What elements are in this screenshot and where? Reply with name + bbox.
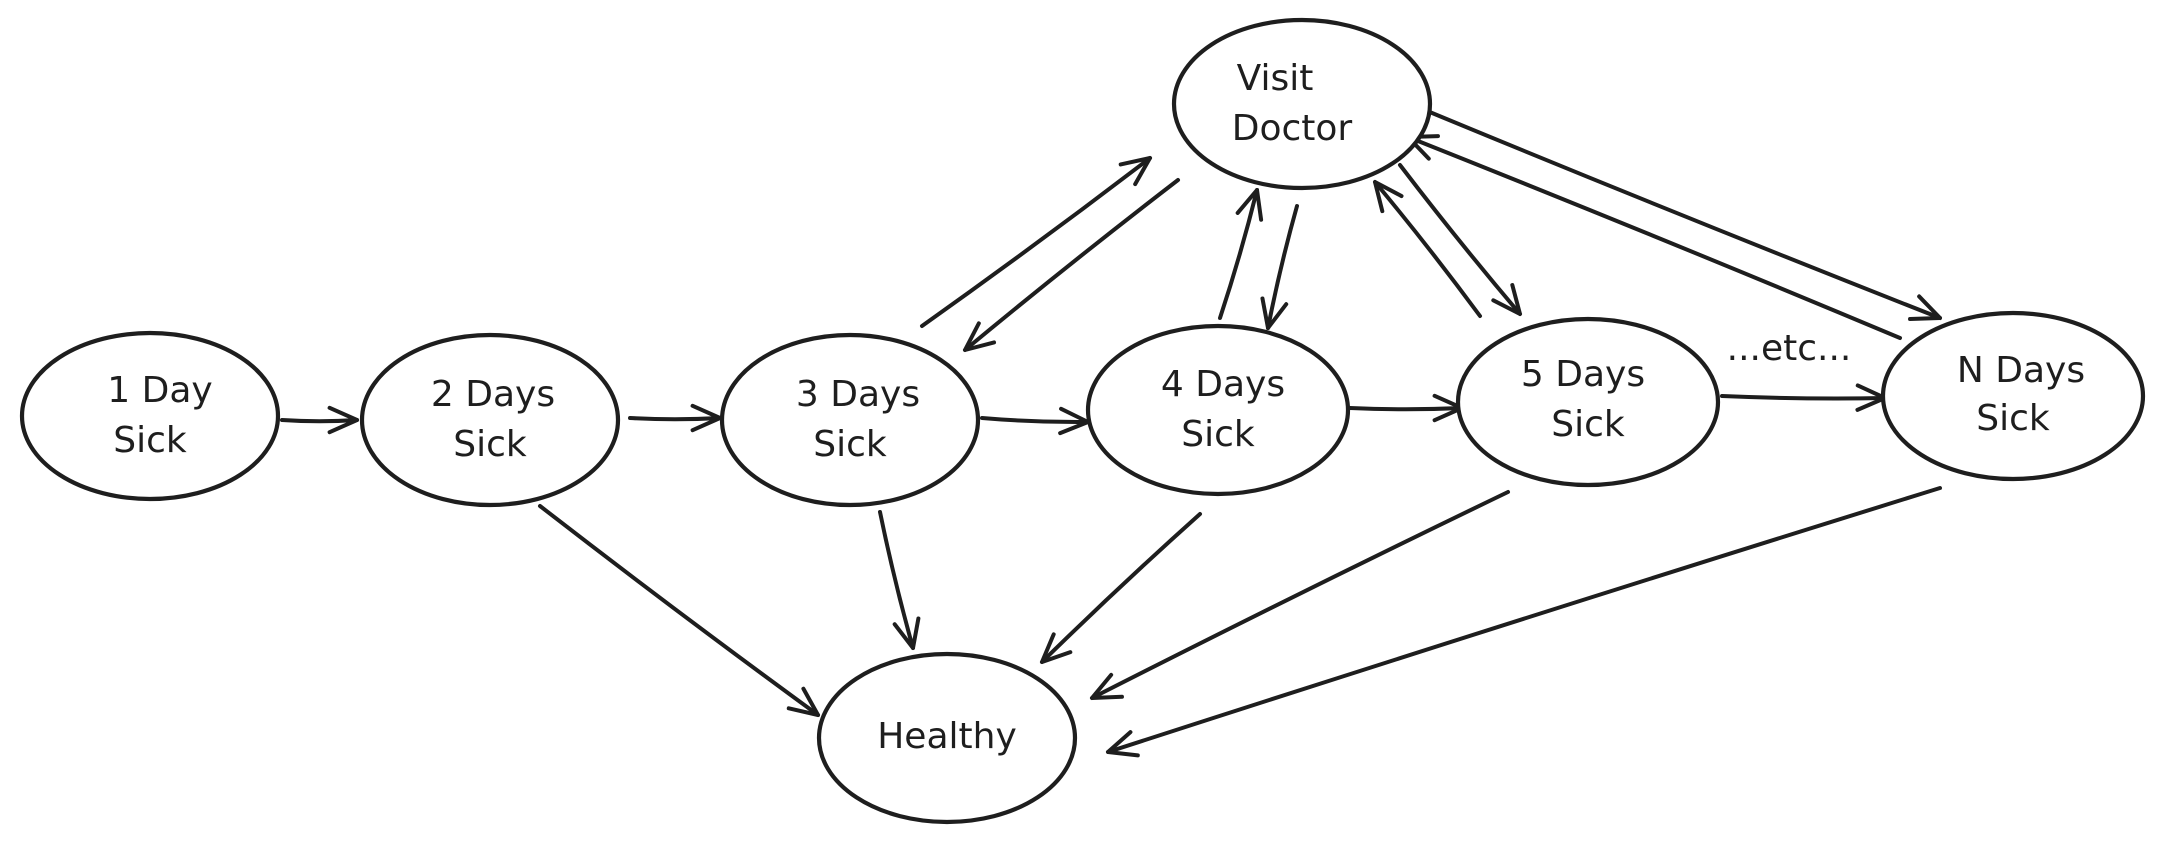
arrowhead-icon [1491, 283, 1522, 316]
edge-day4-to-doctor [1218, 188, 1264, 320]
edge-day4-to-day5 [1348, 393, 1464, 423]
edge-line [1418, 106, 1942, 320]
edge-line [280, 418, 359, 424]
arrowhead-icon [1260, 296, 1289, 330]
edge-line [980, 416, 1090, 425]
node-4-days-sick[interactable]: 4 Days Sick [1085, 323, 1351, 497]
edge-day2-to-day3 [628, 403, 722, 433]
node-5-days-sick-line1: 5 Days [1521, 354, 1645, 395]
edge-doctor-to-day5 [1398, 163, 1522, 316]
edge-line [963, 178, 1180, 352]
node-2-days-sick-line2: Sick [453, 424, 527, 465]
edge-line [920, 156, 1152, 328]
edge-day3-to-day4 [980, 406, 1090, 436]
arrowhead-icon [1090, 672, 1124, 700]
node-n-days-sick[interactable]: N Days Sick [1880, 310, 2146, 482]
node-1-day-sick-line1: 1 Day [107, 370, 212, 411]
node-3-days-sick[interactable]: 3 Days Sick [719, 332, 981, 508]
node-1-day-sick-line2: Sick [113, 420, 187, 461]
arrowhead-icon [786, 686, 820, 717]
arrowhead-icon [1908, 294, 1942, 322]
edge-line [1106, 486, 1942, 754]
edges-layer [280, 106, 1942, 758]
arrowhead-icon [1373, 180, 1404, 214]
arrowhead-icon [892, 616, 921, 650]
edge-line [1406, 135, 1902, 340]
arrowhead-icon [1106, 730, 1140, 758]
edge-line [1090, 490, 1510, 700]
node-4-days-sick-line2: Sick [1181, 414, 1255, 455]
node-2-days-sick-line1: 2 Days [431, 374, 555, 415]
arrowhead-icon [963, 321, 997, 352]
edge-doctor-to-day3 [963, 178, 1180, 352]
node-3-days-sick-line1: 3 Days [796, 374, 920, 415]
edge-dayn-to-healthy [1106, 486, 1942, 758]
node-visit-doctor[interactable]: Visit Doctor [1171, 17, 1433, 191]
arrowhead-icon [1235, 188, 1264, 222]
node-visit-doctor-line2: Doctor [1232, 108, 1353, 149]
edge-day3-to-healthy [878, 510, 921, 650]
node-5-days-sick-line2: Sick [1551, 404, 1625, 445]
arrowhead-icon [1040, 632, 1073, 664]
node-visit-doctor-line1: Visit [1237, 58, 1314, 99]
edge-doctor-to-day4 [1260, 204, 1299, 330]
edge-line [628, 416, 722, 422]
arrowhead-icon [1118, 156, 1152, 187]
edge-line [538, 504, 820, 717]
edge-day3-to-doctor [920, 156, 1152, 328]
node-4-days-sick-line1: 4 Days [1161, 364, 1285, 405]
node-2-days-sick[interactable]: 2 Days Sick [359, 332, 621, 508]
edge-line [1218, 188, 1259, 320]
node-3-days-sick-line2: Sick [813, 424, 887, 465]
edge-day5-to-healthy [1090, 490, 1510, 700]
arrowhead-icon [327, 405, 359, 435]
node-5-days-sick[interactable]: 5 Days Sick [1455, 316, 1721, 488]
edge-line [878, 510, 915, 650]
edge-doctor-to-dayn [1418, 106, 1942, 322]
edge-day2-to-healthy [538, 504, 820, 717]
node-n-days-sick-line1: N Days [1957, 350, 2085, 391]
edge-day4-to-healthy [1040, 512, 1202, 664]
edge-line [1720, 394, 1887, 401]
edge-day5-to-dayn [1720, 383, 1887, 412]
node-1-day-sick[interactable]: 1 Day Sick [19, 330, 281, 502]
edge-label-etc: ...etc... [1727, 328, 1852, 369]
edge-line [1348, 406, 1464, 412]
edge-line [1040, 512, 1202, 664]
edge-line [1398, 163, 1522, 316]
edge-line [1266, 204, 1299, 330]
edge-line [1373, 180, 1482, 318]
edge-day1-to-day2 [280, 405, 359, 435]
node-healthy-label: Healthy [877, 716, 1017, 757]
node-healthy[interactable]: Healthy [816, 651, 1078, 825]
node-n-days-sick-line2: Sick [1976, 398, 2050, 439]
edge-day5-to-doctor [1373, 180, 1482, 318]
edge-dayn-to-doctor [1406, 134, 1902, 340]
